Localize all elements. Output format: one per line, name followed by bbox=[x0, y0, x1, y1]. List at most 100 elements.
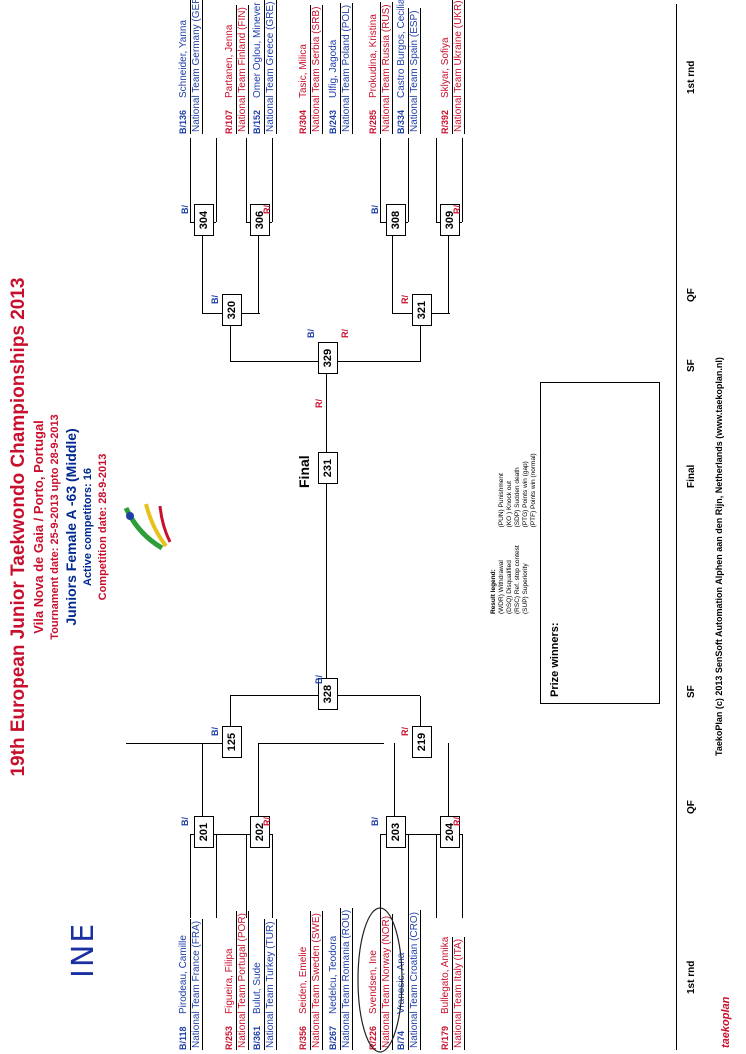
final-match-box: 231 bbox=[318, 452, 338, 484]
legend-item: (DSQ) Disqualified bbox=[506, 560, 513, 614]
match-box: 308 bbox=[386, 204, 406, 236]
match-box: 304 bbox=[194, 204, 214, 236]
competitor-team: National Team Greece (GRE) bbox=[264, 0, 277, 134]
tournament-dates: Tournament date: 25-9-2013 upto 28-9-201… bbox=[49, 414, 61, 640]
red-marker: R/ bbox=[400, 295, 410, 304]
prize-winners-box: Prize winners: bbox=[540, 382, 660, 704]
competitor-name: Prokudina, Kristina bbox=[368, 14, 379, 98]
competitor-code: R/304 bbox=[298, 109, 308, 134]
competitor-code: B/361 bbox=[252, 1025, 262, 1050]
blue-marker: B/ bbox=[210, 295, 220, 304]
competitor-name: Nedelcu, Teodora bbox=[328, 935, 339, 1014]
competitor-team: National Team Italy (ITA) bbox=[452, 936, 465, 1050]
competitor-code: B/334 bbox=[396, 109, 406, 134]
competitor-name: Seiden, Emelie bbox=[298, 946, 309, 1014]
red-marker: R/ bbox=[340, 329, 350, 338]
legend-item: (RSC) Ref. stop contest bbox=[514, 545, 521, 614]
competitor-team: National Team Poland (POL) bbox=[340, 2, 353, 134]
competitor-team: National Team Germany (GER) bbox=[190, 0, 203, 134]
active-competitors: Active competitors: 16 bbox=[82, 468, 94, 586]
competitor-team: National Team Sweden (SWE) bbox=[310, 911, 323, 1050]
competitor-name: Schneider, Yanna bbox=[178, 19, 189, 98]
match-box: 203 bbox=[386, 816, 406, 848]
competitor-team: National Team France (FRA) bbox=[190, 918, 203, 1050]
competitor-name: Sklyar, Sofiya bbox=[440, 37, 451, 98]
final-label: Final bbox=[296, 455, 312, 488]
competitor-name: Figueira, Filipa bbox=[224, 948, 235, 1014]
competitor-code: B/118 bbox=[178, 1026, 188, 1050]
competitor-team: National Team Turkey (TUR) bbox=[264, 919, 277, 1050]
blue-marker: B/ bbox=[210, 727, 220, 736]
match-box: 321 bbox=[412, 294, 432, 326]
competitor-name: Bulut, Sude bbox=[252, 962, 263, 1014]
competitor-code: R/356 bbox=[298, 1025, 308, 1050]
legend-item: (PUN) Punishment bbox=[498, 473, 505, 528]
blue-marker: B/ bbox=[180, 817, 190, 826]
red-marker: R/ bbox=[452, 817, 462, 826]
round-label: Final bbox=[686, 464, 697, 488]
competitor-code: R/392 bbox=[440, 109, 450, 134]
blue-marker: B/ bbox=[180, 205, 190, 214]
competitor-team: National Team Russia (RUS) bbox=[380, 2, 393, 134]
competitor-team: National Team Spain (ESP) bbox=[408, 8, 421, 134]
blue-marker: B/ bbox=[370, 205, 380, 214]
legend-title: Result legend: bbox=[490, 569, 497, 614]
legend-item: (PTF) Points win (normal) bbox=[530, 453, 537, 528]
competitor-name: Bullegato, Annika bbox=[440, 936, 451, 1014]
competition-date: Competition date: 28-9-2013 bbox=[97, 453, 109, 601]
competitor-team: National Team Ukraine (UKR) bbox=[452, 0, 465, 134]
red-marker: R/ bbox=[400, 727, 410, 736]
championship-logo-icon bbox=[123, 503, 172, 551]
competitor-code: B/243 bbox=[328, 109, 338, 134]
competitor-team: National Team Croatian (CRO) bbox=[408, 910, 421, 1050]
result-legend: Result legend: (WDR) Withdrawal (DSQ) Di… bbox=[490, 374, 538, 614]
competitor-team: National Team Finland (FIN) bbox=[236, 5, 249, 134]
competitor-name: Tasic, Milica bbox=[298, 44, 309, 98]
competitor-code: R/107 bbox=[224, 109, 234, 134]
red-marker: R/ bbox=[314, 399, 324, 408]
red-marker: R/ bbox=[452, 205, 462, 214]
legend-item: (WDR) Withdrawal bbox=[498, 560, 505, 614]
competitor-code: B/267 bbox=[328, 1025, 338, 1050]
blue-marker: B/ bbox=[314, 675, 324, 684]
tournament-venue: Vila Nova de Gaia / Porto, Portugal bbox=[31, 420, 46, 634]
competitor-name: Castro Burgos, Cecilia bbox=[396, 0, 407, 98]
competitor-name: Ulfig, Jagoda bbox=[328, 39, 339, 98]
category-title: Juniors Female A -63 (Middle) bbox=[63, 428, 79, 626]
round-label: SF bbox=[686, 685, 697, 698]
competitor-team: National Team Serbia (SRB) bbox=[310, 4, 323, 134]
round-label: QF bbox=[686, 800, 697, 814]
legend-item: (KO ) Knock out bbox=[506, 481, 513, 528]
match-box: 201 bbox=[194, 816, 214, 848]
competitor-name: Partanen, Jenna bbox=[224, 24, 235, 98]
round-label: SF bbox=[686, 359, 697, 372]
taekoplan-logo-icon: taekoplan bbox=[720, 996, 732, 1048]
competitor-name: Pirodeau, Camille bbox=[178, 935, 189, 1014]
competitor-code: B/152 bbox=[252, 109, 262, 134]
competitor-code: R/253 bbox=[224, 1025, 234, 1050]
red-marker: R/ bbox=[262, 205, 272, 214]
legend-item: (PTG) Points win (gap) bbox=[522, 461, 529, 528]
round-label: 1st rnd bbox=[686, 960, 697, 994]
match-box: 320 bbox=[222, 294, 242, 326]
competitor-code: B/136 bbox=[178, 109, 188, 134]
match-box: 219 bbox=[412, 726, 432, 758]
competitor-team: National Team Portugal (POR) bbox=[236, 911, 249, 1050]
competitor-code: R/179 bbox=[440, 1025, 450, 1050]
red-marker: R/ bbox=[262, 817, 272, 826]
match-box: 329 bbox=[318, 342, 338, 374]
hand-drawn-circle bbox=[357, 907, 403, 1053]
competitor-name: Omer Oglou, Minever bbox=[252, 2, 263, 98]
prize-winners-label: Prize winners: bbox=[549, 622, 561, 697]
tournament-title: 19th European Junior Taekwondo Champions… bbox=[8, 277, 29, 777]
competitor-team: National Team Romania (ROU) bbox=[340, 907, 353, 1050]
round-label: QF bbox=[686, 288, 697, 302]
blue-marker: B/ bbox=[370, 817, 380, 826]
blue-marker: B/ bbox=[306, 329, 316, 338]
match-box: 125 bbox=[222, 726, 242, 758]
competitor-code: R/285 bbox=[368, 109, 378, 134]
legend-item: (SDP) Sudden death bbox=[514, 467, 521, 528]
footer-copyright: TaekoPlan (c) 2013 SenSoft Automation Al… bbox=[714, 357, 724, 756]
legend-item: (SUP) Superiority bbox=[522, 563, 529, 614]
